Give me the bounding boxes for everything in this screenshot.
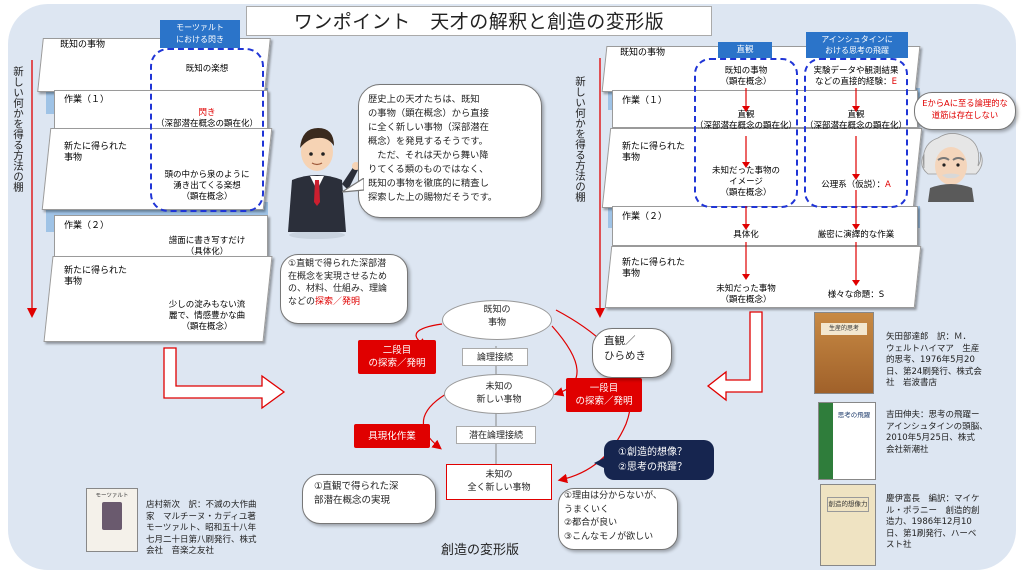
book-cover-3: 創造的想像力 [820,484,876,566]
right-col-2: 公理系（仮説）：A [804,180,908,191]
flow-known-text: 既知の 事物 [483,305,511,328]
right-col-0-text: 実験データや観測結果 などの直接的経験： [813,66,899,87]
right-col-2-red: A [884,180,891,190]
box-concretize-label: 具現化作業 [368,430,416,442]
left-card-work1 [54,90,268,130]
box-two-stage: 二段目 の探索／発明 [358,340,436,374]
right-col-0-red: E [891,77,897,87]
question-tail [594,456,608,470]
right-row-label-4: 新たに得られた 事物 [622,258,686,279]
book-cover-2-spine [819,403,833,479]
einstein-note: EからAに至る論理的な 道筋は存在しない [922,98,1008,120]
book-caption-4: 店村新次 訳：不滅の大作曲 家 マルチーヌ・カディユ著 モーツァルト、昭和五十八… [146,500,257,556]
book-cover-1: 生産的思考 [814,312,874,394]
einstein-illustration [921,133,983,202]
box-two-stage-label: 二段目 の探索／発明 [368,345,426,369]
book-cover-1-title: 生産的思考 [821,323,867,335]
right-row-label-0: 既知の事物 [620,48,666,58]
left-row-content-0: 既知の楽想 [185,64,229,74]
book-cover-3-title: 創造的想像力 [827,497,869,512]
right-col-0: 実験データや観測結果 などの直接的経験：E [804,66,908,88]
book-cover-4-title: モーツァルト [95,493,129,499]
left-dashed-highlight [150,48,264,212]
book-cover-4-portrait [102,502,122,530]
left-row-content-4: 少しの淀みもない流 麗で、情感豊かな曲 （顕在概念） [168,300,246,332]
left-row-content-1-red: 閃き [198,108,216,118]
realize-bubble [302,474,436,524]
realize-text: ①直観で得られた深 部潜在概念の実現 [314,481,399,506]
right-card-work2 [612,206,918,246]
left-row-label-2: 新たに得られた 事物 [64,142,128,163]
box-one-stage-label: 一段目 の探索／発明 [575,383,633,407]
right-mid-2: 未知だった事物の イメージ （顕在概念） [711,166,780,198]
flow-latent-connect: 潜在論理接続 [456,426,536,444]
note-explore-red: 探索／発明 [315,296,361,307]
page-title: ワンポイント 天才の解釈と創造の変形版 [246,6,712,36]
right-flow-arrows [742,88,860,286]
speech-text: 歴史上の天才たちは、既知 の事物（顕在概念）から直接 に全く新しい事物（深部潜在… [368,94,498,203]
reason-text: ①理由は分からないが、 うまくいく ②都合が良い ③こんなモノが欲しい [564,491,662,542]
einstein-tag: アインシュタインに おける思考の飛躍 [806,32,908,58]
note-explore: ①直観で得られた深部潜 在概念を実現させるため の、材料、仕組み、理論 などの探… [288,258,402,308]
footer-title: 創造の変形版 [440,543,519,558]
left-row-content-3: 譜面に書き写すだけ （具体化） [168,236,246,257]
reason-bubble [558,488,678,550]
book-caption-3: 慶伊富長 編訳：マイケ ル・ポラニー 創造的創 造力、1986年12月10 日、… [886,494,980,550]
right-row-label-2: 新たに得られた 事物 [622,142,686,163]
right-col-3: 厳密に演繹的な作業 [817,230,895,240]
right-mid-4: 未知だった事物 （顕在概念） [716,284,776,305]
flow-unknown-new-node [444,374,554,414]
businessman-illustration [288,128,360,239]
intuition-tag: 直観 [718,42,772,58]
right-card-work1 [612,90,918,128]
book-cover-2-title: 思考の飛躍 [837,411,871,419]
right-mid-3: 具体化 [733,230,759,240]
left-row-content-2: 頭の中から泉のように 湧き出てくる楽想 （顕在概念） [164,170,250,202]
right-mid-0: 既知の事物 （顕在概念） [720,66,772,87]
right-col-1: 直観 （深部潜在概念の顕在化） [804,110,907,131]
left-side-label: 新しい何かを得る方法の棚 [12,66,24,192]
left-row-label-3: 作業（２） [64,221,110,231]
book-cover-4: モーツァルト [86,488,138,552]
note-explore-bubble [280,254,408,324]
left-card-work2 [54,215,268,257]
speech-tail [342,178,364,193]
right-axis-arrow [595,58,605,318]
einstein-note-bubble [914,92,1016,130]
right-col-2-text: 公理系（仮説）： [821,180,885,190]
question-box: ①創造的想像？ ②思考の飛躍？ [604,440,714,480]
right-row-label-1: 作業（１） [622,96,668,106]
right-col-4: 様々な命題：S [827,290,885,300]
book-cover-2: 思考の飛躍 [818,402,876,480]
flow-logic-connect: 論理接続 [462,348,528,366]
book-caption-1: 矢田部達郎 訳：Ｍ． ウェルトハイマア 生産 的思考、1976年5月20 日、第… [886,332,982,388]
left-row-content-1: （深部潜在概念の顕在化） [155,119,258,129]
flow-unknown-new-text: 未知の 新しい事物 [476,382,522,405]
mozart-tag: モーツァルト における閃き [160,20,240,48]
right-side-label: 新しい何かを得る方法の棚 [574,76,586,202]
flow-unknown-totally-node: 未知の 全く新しい事物 [446,464,552,500]
book-caption-2: 吉田伸夫：思考の飛躍ー アインシュタインの頭脳、 2010年5月25日、株式 会… [886,410,988,455]
right-row-label-3: 作業（２） [622,212,668,222]
speech-bubble [358,84,542,218]
intuition-bubble [592,328,672,378]
box-concretize: 具現化作業 [354,424,430,448]
left-row-label-1: 作業（１） [64,95,110,105]
flow-known-node [442,300,552,340]
left-axis-arrow [27,60,37,318]
right-mid-1: 直観 （深部潜在概念の顕在化） [694,110,797,131]
note-explore-text: ①直観で得られた深部潜 在概念を実現させるため の、材料、仕組み、理論 などの [288,259,388,307]
box-one-stage: 一段目 の探索／発明 [566,378,642,412]
intuition-text: 直観／ ひらめき [604,335,646,362]
left-row-label-0: 既知の事物 [60,40,106,50]
left-row-label-4: 新たに得られた 事物 [64,266,128,287]
